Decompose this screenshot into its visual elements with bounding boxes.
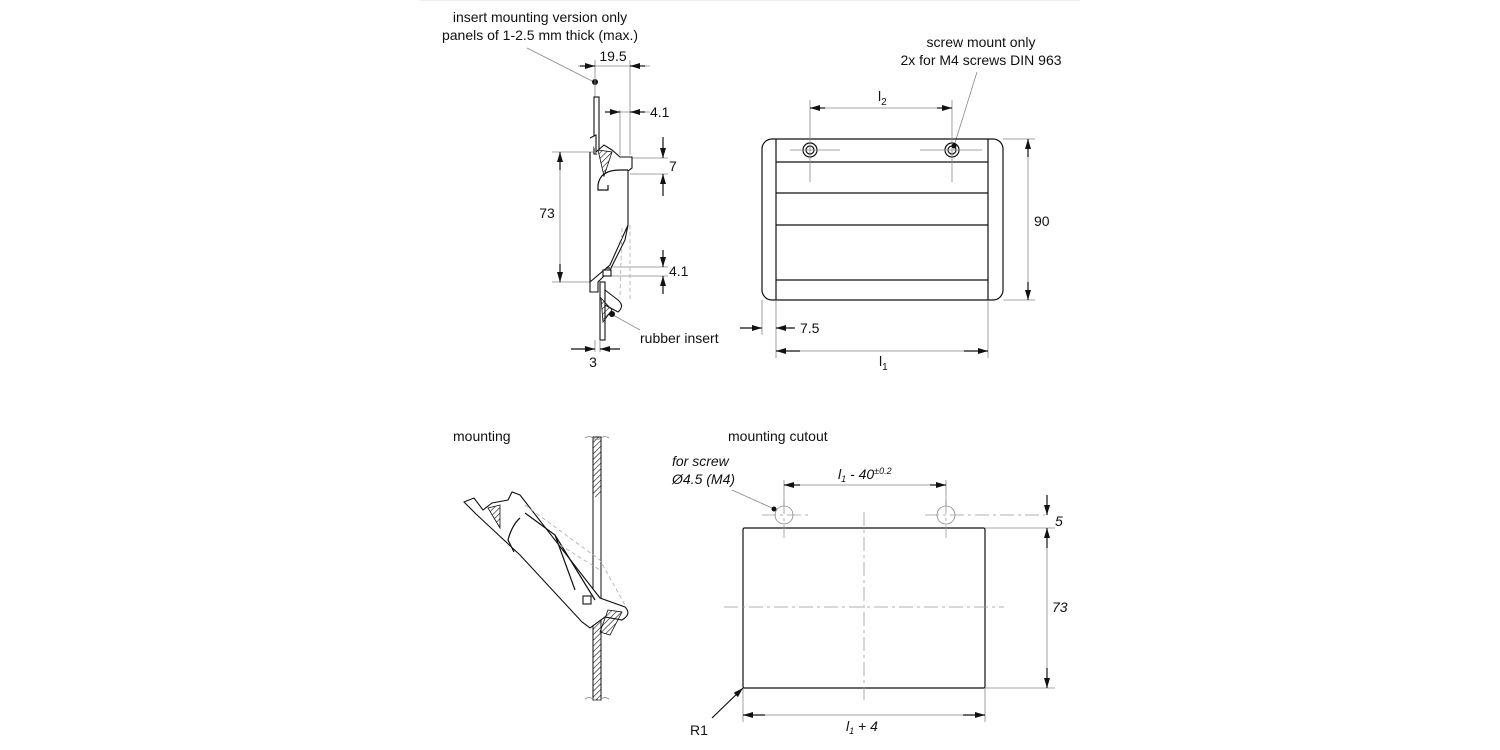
dim-thickness: 3 [589,354,597,370]
dim-l1: l1 [879,353,888,373]
dim-cutout-width: l1 + 4 [846,718,878,736]
screw-note-line1: for screw [672,453,730,469]
screw-hole-right [920,140,982,182]
side-view: insert mounting version only panels of 1… [442,9,719,370]
dim-height-90: 90 [1034,213,1050,229]
screw-note-line2: Ø4.5 (M4) [671,471,735,487]
front-view: screw mount only 2x for M4 screws DIN 96… [740,34,1062,373]
dim-depth: 19.5 [599,48,626,64]
dim-end-cap: 7.5 [800,320,820,336]
cutout-view: mounting cutout for screw Ø4.5 (M4) l1 -… [671,428,1068,738]
dim-l2: l2 [878,88,887,108]
cutout-title: mounting cutout [728,428,828,444]
side-note-line1: insert mounting version only [453,9,627,25]
rubber-insert-label: rubber insert [640,330,719,346]
radius-label: R1 [690,722,708,738]
mounting-view: mounting [453,428,629,701]
side-note-line2: panels of 1-2.5 mm thick (max.) [442,27,638,43]
dim-hole-offset: 5 [1055,513,1063,529]
front-note-line1: screw mount only [927,34,1036,50]
dim-height-73: 73 [539,205,555,221]
dim-top-height: 7 [669,158,677,174]
dim-top-offset: 4.1 [650,104,670,120]
mounting-title: mounting [453,428,511,444]
dim-cutout-height: 73 [1052,599,1068,615]
dim-hole-spacing: l1 - 40±0.2 [838,466,892,484]
screw-hole-left [790,140,840,182]
front-note-line2: 2x for M4 screws DIN 963 [900,52,1061,68]
dim-bottom-offset: 4.1 [669,263,689,279]
